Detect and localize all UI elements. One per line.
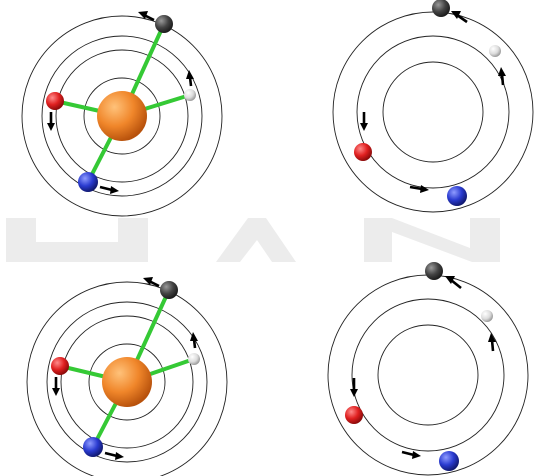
- orbit-ring: [88, 343, 166, 421]
- arrow-head: [350, 389, 358, 397]
- orbit-ring: [327, 274, 529, 476]
- arrow-gray: [451, 11, 468, 24]
- panel-top-left: [21, 11, 223, 217]
- planet-red: [46, 92, 64, 110]
- orbits: [26, 281, 228, 476]
- planet-white: [184, 89, 196, 101]
- planet-gray: [425, 262, 443, 280]
- arrow-head: [110, 186, 119, 194]
- planet-white: [481, 310, 493, 322]
- arrow-head: [138, 11, 148, 19]
- arrow-head: [52, 388, 60, 396]
- planet-red: [354, 143, 372, 161]
- arrow-gray: [143, 277, 160, 288]
- arrow-shaft: [104, 451, 118, 458]
- orbit-ring: [351, 298, 505, 452]
- planet-blue: [447, 186, 467, 206]
- planet-red: [51, 357, 69, 375]
- arrow-head: [445, 276, 455, 284]
- arrow-red: [360, 112, 368, 131]
- arrow-head: [412, 451, 421, 459]
- planet-gray: [160, 281, 178, 299]
- planet-blue: [78, 172, 98, 192]
- panel-bottom-left: [26, 277, 228, 476]
- planet-gray: [155, 15, 173, 33]
- orbit-ring: [55, 49, 189, 183]
- arrow-white: [190, 332, 198, 349]
- arrow-blue: [99, 185, 119, 194]
- orbits: [332, 11, 534, 213]
- panel-top-right: [332, 0, 534, 213]
- arrow-shaft: [99, 185, 113, 192]
- orbit-ring: [382, 61, 484, 163]
- arrow-blue: [104, 451, 124, 460]
- arrow-head: [498, 67, 506, 76]
- arrow-red: [52, 377, 60, 396]
- orbit-ring: [83, 77, 161, 155]
- arrow-head: [115, 452, 124, 460]
- arrow-red: [47, 112, 55, 131]
- arrow-head: [360, 123, 368, 131]
- arrow-blue: [409, 185, 429, 193]
- orbits: [21, 15, 223, 217]
- arrow-shaft: [450, 278, 462, 290]
- orbit-ring: [377, 324, 479, 426]
- arrow-white: [498, 67, 506, 86]
- arrow-blue: [401, 450, 421, 459]
- arrow-gray: [138, 11, 155, 22]
- orbits: [327, 274, 529, 476]
- planet-gray: [432, 0, 450, 17]
- arrow-white: [186, 70, 194, 87]
- watermark-letter-a: [216, 218, 296, 262]
- arrow-gray: [445, 276, 462, 290]
- orbit-ring: [356, 35, 510, 189]
- arrow-shaft: [401, 450, 415, 457]
- arrow-head: [451, 11, 461, 19]
- arrow-head: [420, 185, 429, 193]
- sun: [102, 357, 152, 407]
- arrow-red: [350, 378, 358, 397]
- arrow-head: [488, 333, 496, 342]
- orbit-ring: [41, 35, 203, 197]
- orbit-ring: [46, 301, 208, 463]
- watermark-letter-n: [364, 218, 500, 262]
- arrow-white: [488, 333, 496, 352]
- planet-blue: [83, 437, 103, 457]
- watermark-letter-u: [6, 218, 148, 262]
- planet-white: [489, 45, 501, 57]
- arrow-head: [143, 277, 153, 285]
- arrow-head: [186, 70, 194, 79]
- sun: [97, 91, 147, 141]
- planet-white: [188, 353, 200, 365]
- arrow-shaft: [456, 13, 468, 24]
- panel-bottom-right: [327, 262, 529, 476]
- orbit-ring: [60, 315, 194, 449]
- arrow-shaft: [409, 185, 423, 191]
- arrow-head: [47, 123, 55, 131]
- orbit-ring: [26, 281, 228, 476]
- orbit-ring: [21, 15, 223, 217]
- planet-red: [345, 406, 363, 424]
- watermark: [6, 218, 500, 262]
- arrow-head: [190, 332, 198, 341]
- planet-blue: [439, 451, 459, 471]
